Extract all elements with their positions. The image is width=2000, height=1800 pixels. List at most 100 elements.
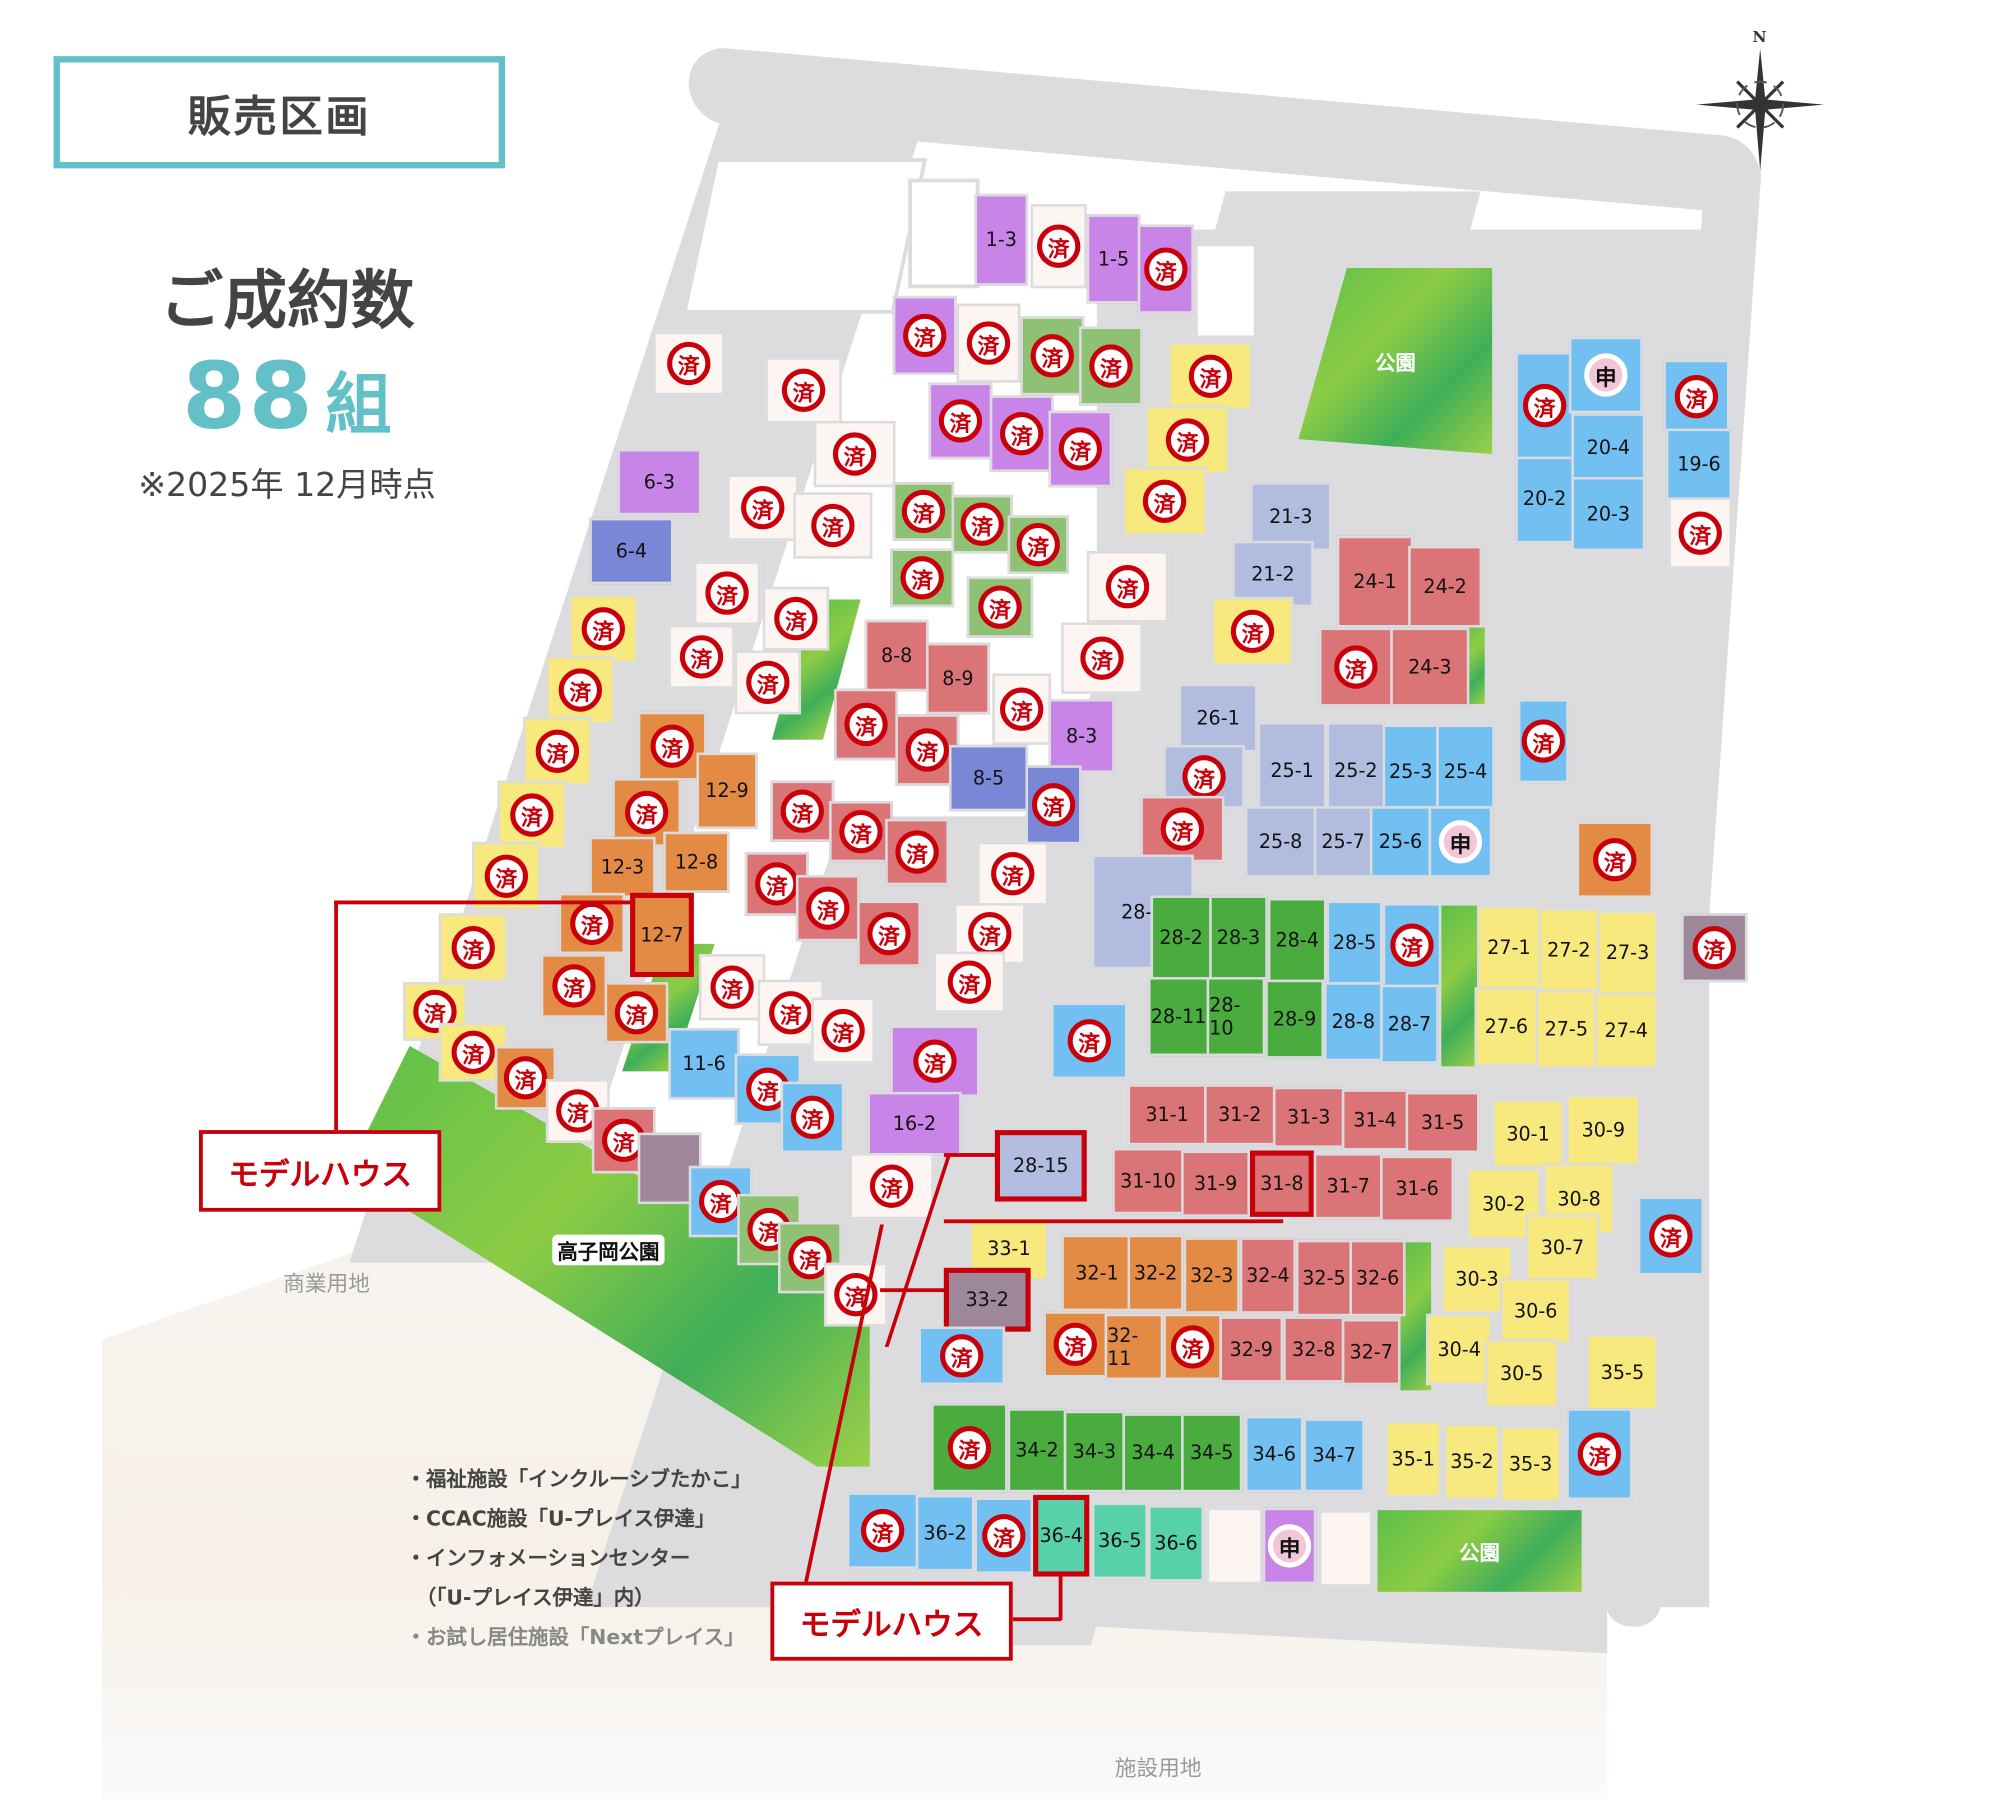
lot[interactable]: 済 [545,655,615,725]
lot[interactable]: 済 [1145,405,1230,475]
lot-34-6[interactable]: 34-6 [1244,1415,1304,1493]
lot[interactable]: 済 [977,841,1049,906]
lot[interactable]: 済 [668,624,735,689]
lot[interactable]: 済 [1663,359,1730,434]
lot-28-9[interactable]: 28-9 [1265,979,1324,1059]
lot-27-2[interactable]: 27-2 [1538,908,1600,993]
lot[interactable]: 済 [1140,795,1225,863]
lot[interactable]: 済 [793,492,873,559]
lot-32-3[interactable]: 32-3 [1183,1237,1240,1314]
lot[interactable]: 済 [849,1153,934,1220]
lot-32-2[interactable]: 32-2 [1127,1234,1184,1312]
lot-32-11[interactable]: 32-11 [1104,1313,1164,1381]
lot-35-1[interactable]: 35-1 [1385,1420,1442,1498]
lot-21-3[interactable]: 21-3 [1249,482,1332,552]
lot-30-1[interactable]: 30-1 [1492,1099,1564,1169]
lot-21-2[interactable]: 21-2 [1232,540,1314,608]
lot-31-3[interactable]: 31-3 [1272,1086,1345,1148]
lot[interactable]: 済 [734,650,802,715]
lot[interactable]: 済 [1382,903,1442,988]
lot[interactable]: 済 [568,594,638,664]
lot[interactable]: 済 [966,576,1034,638]
lot-31-10[interactable]: 31-10 [1112,1147,1184,1215]
lot[interactable]: 済 [1137,224,1194,314]
lot-27-5[interactable]: 27-5 [1535,989,1597,1069]
lot-31-6[interactable]: 31-6 [1380,1155,1455,1222]
lot[interactable]: 済 [494,1045,557,1110]
lot[interactable]: 済 [693,561,761,625]
lot[interactable]: 済 [1681,913,1748,983]
lot-30-9[interactable]: 30-9 [1566,1094,1641,1166]
lot-25-6[interactable]: 25-6 [1369,806,1432,878]
lot-30-3[interactable]: 30-3 [1441,1244,1513,1314]
lot-28-10[interactable]: 28-10 [1206,977,1266,1057]
lot[interactable]: 済 [1576,821,1654,898]
lot-31-9[interactable]: 31-9 [1181,1150,1250,1217]
lot[interactable]: 済 [637,711,707,781]
lot[interactable]: 済 [1025,765,1082,845]
lot-36-4[interactable]: 36-4 [1033,1494,1090,1577]
lot[interactable]: 済 [974,1497,1034,1574]
lot-8-3[interactable]: 8-3 [1048,698,1115,773]
lot[interactable]: 済 [885,818,949,886]
lot-34-5[interactable]: 34-5 [1181,1413,1243,1493]
lot-24-2[interactable]: 24-2 [1408,545,1483,628]
lot[interactable]: 済 [1030,204,1087,289]
lot[interactable]: 済 [1048,410,1113,488]
lot[interactable]: 済 [954,903,1026,965]
lot[interactable]: 済 [1515,352,1574,460]
lot[interactable]: 済 [1637,1196,1705,1276]
lot-30-5[interactable]: 30-5 [1484,1339,1559,1409]
lot[interactable]: 済 [1051,1002,1128,1080]
lot[interactable]: 申 [1568,336,1643,414]
lot-28-4[interactable]: 28-4 [1267,897,1327,983]
lot[interactable]: 済 [1163,1313,1222,1381]
lot-32-1[interactable]: 32-1 [1061,1234,1133,1312]
lot[interactable]: 済 [698,954,766,1021]
lot[interactable]: 済 [989,395,1054,472]
lot[interactable]: 済 [1086,551,1169,623]
lot-36-5[interactable]: 36-5 [1091,1502,1148,1580]
lot-20-3[interactable]: 20-3 [1571,477,1646,552]
lot-31-7[interactable]: 31-7 [1313,1153,1383,1220]
lot-6-4[interactable]: 6-4 [589,517,674,585]
lot-31-1[interactable]: 31-1 [1127,1084,1207,1146]
lot-34-7[interactable]: 34-7 [1303,1418,1365,1493]
lot[interactable]: 済 [604,982,669,1044]
lot-6-3[interactable]: 6-3 [617,448,702,516]
lot-25-1[interactable]: 25-1 [1257,721,1327,819]
lot[interactable]: 済 [1007,515,1069,574]
lot-11-6[interactable]: 11-6 [668,1028,740,1100]
lot[interactable]: 済 [1211,596,1294,666]
lot[interactable]: 済 [811,997,875,1064]
lot-32-8[interactable]: 32-8 [1283,1316,1345,1383]
lot-12-3[interactable]: 12-3 [589,836,656,898]
lot[interactable]: 済 [1043,1311,1108,1378]
lot-25-3[interactable]: 25-3 [1382,724,1439,819]
lot[interactable]: 済 [933,951,1006,1013]
lot[interactable]: 済 [1061,622,1143,694]
lot[interactable]: 済 [890,548,955,608]
lot-30-6[interactable]: 30-6 [1499,1278,1572,1345]
lot[interactable]: 申 [1262,1507,1317,1585]
lot-34-4[interactable]: 34-4 [1122,1413,1184,1493]
lot-1-5[interactable]: 1-5 [1086,214,1141,304]
lot-27-1[interactable]: 27-1 [1477,905,1541,990]
lot[interactable]: 済 [918,1326,1006,1386]
lot[interactable]: 済 [992,673,1052,745]
lot-32-6[interactable]: 32-6 [1349,1239,1406,1317]
lot-31-5[interactable]: 31-5 [1405,1091,1480,1154]
model-house-callout-2[interactable]: モデルハウス [770,1581,1013,1661]
lot[interactable]: 済 [951,494,1013,554]
lot-25-7[interactable]: 25-7 [1313,806,1373,878]
lot-25-8[interactable]: 25-8 [1244,806,1317,878]
lot[interactable]: 申 [1428,806,1493,878]
lot-28-7[interactable]: 28-7 [1380,984,1439,1064]
lot-19-6[interactable]: 19-6 [1665,428,1733,500]
lot[interactable]: 済 [928,382,993,460]
lot-12-9[interactable]: 12-9 [696,752,758,830]
lot-36-2[interactable]: 36-2 [915,1494,975,1572]
lot[interactable] [1206,1507,1263,1585]
lot-24-1[interactable]: 24-1 [1336,535,1414,628]
lot[interactable]: 済 [780,1081,845,1154]
